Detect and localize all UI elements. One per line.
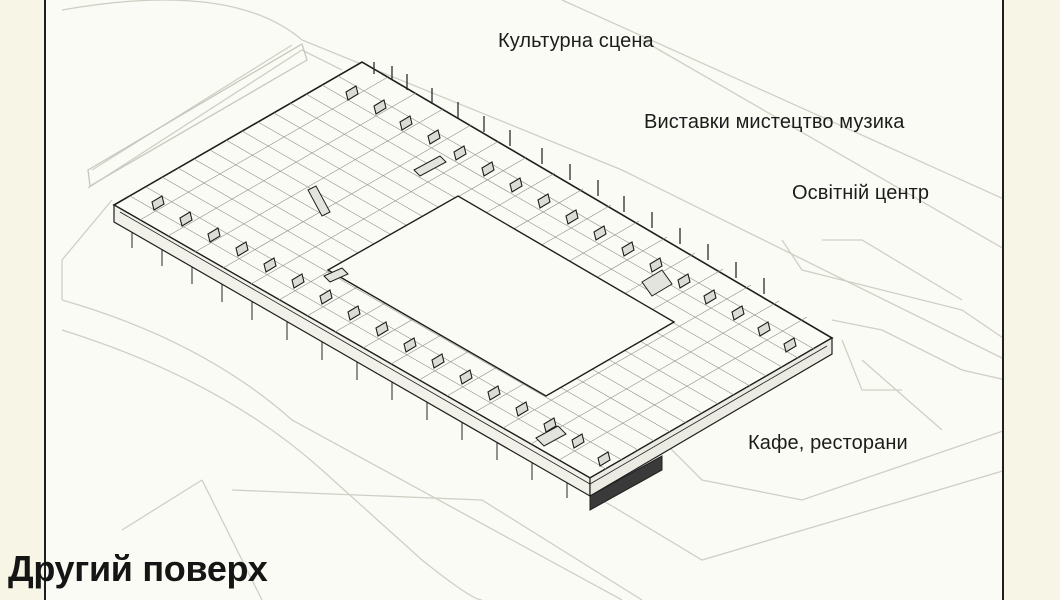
label-education-center: Освітній центр: [792, 182, 930, 204]
courtyard: [326, 195, 676, 397]
label-cultural-stage: Культурна сцена: [498, 30, 654, 52]
label-exhibitions: Виставки мистецтво музика: [644, 111, 905, 133]
document-page: Культурна сцена Виставки мистецтво музик…: [44, 0, 1004, 600]
site-context: [61, 0, 1002, 600]
label-cafes: Кафе, ресторани: [748, 432, 908, 454]
side-building: [87, 43, 308, 188]
parapet-posts: [373, 62, 765, 294]
roof-stairs: [307, 155, 673, 447]
ground-block: [589, 455, 663, 511]
roof-seats: [151, 85, 797, 467]
floor-title: Другий поверх: [8, 548, 268, 589]
axonometric-drawing: [61, 0, 1002, 600]
